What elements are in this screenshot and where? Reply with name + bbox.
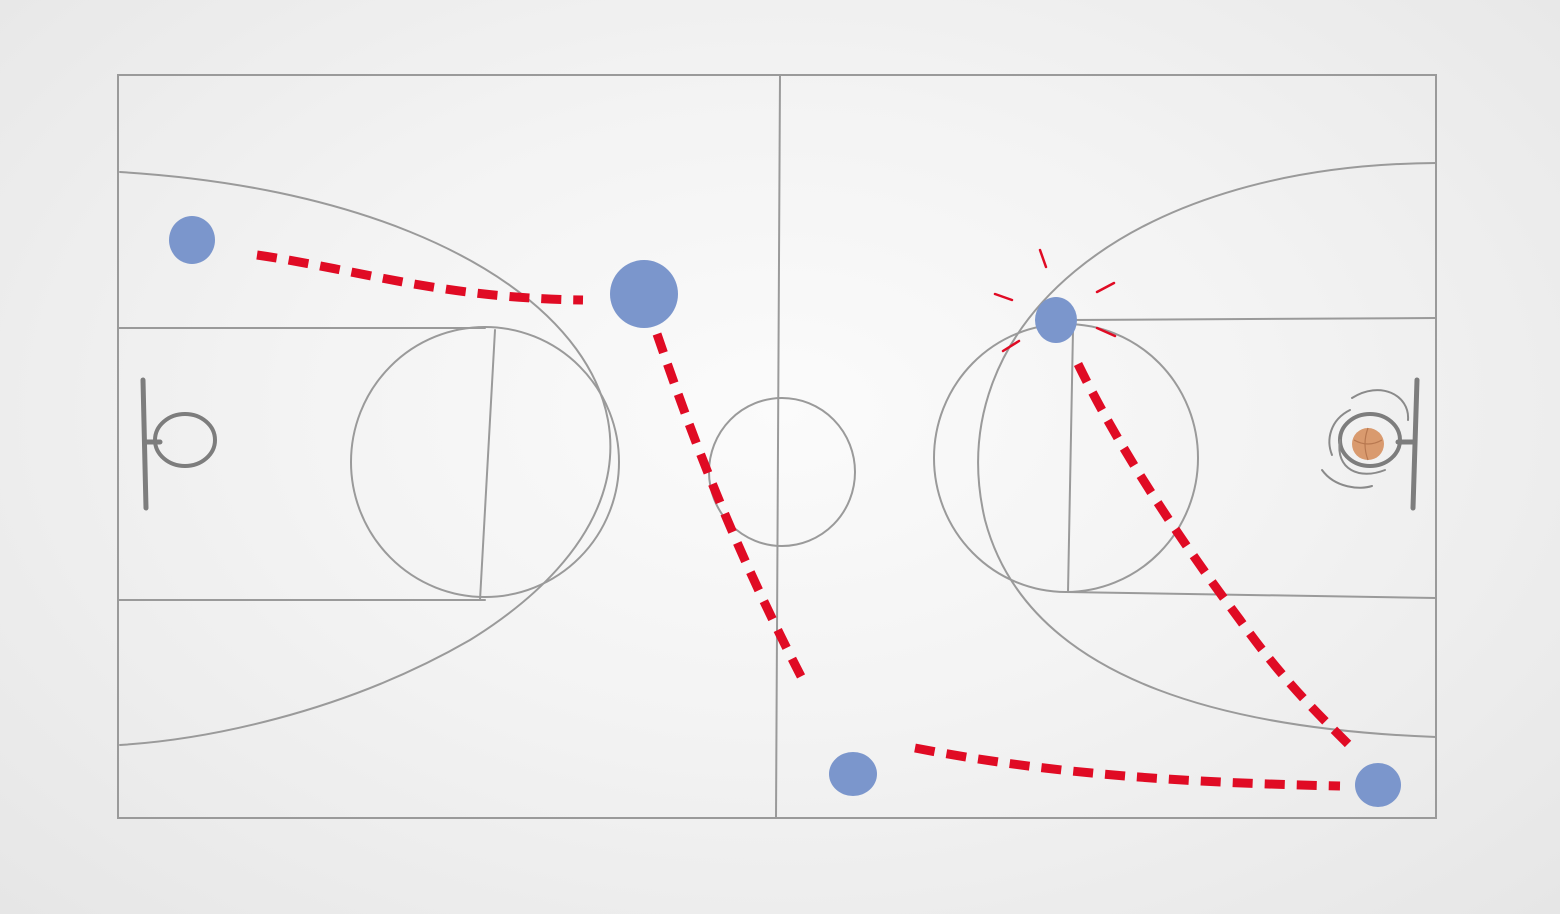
left-free-throw-line <box>480 330 495 600</box>
pass-line <box>257 255 583 300</box>
right-lane-bottom <box>1066 592 1436 598</box>
right-free-throw-circle <box>934 324 1198 592</box>
left-free-throw-circle <box>351 327 619 597</box>
pass-line <box>657 334 806 686</box>
right-free-throw-line <box>1068 330 1073 592</box>
pass-line <box>1078 364 1352 748</box>
player-4 <box>829 752 877 796</box>
player-1 <box>169 216 215 264</box>
right-lane-top <box>1070 318 1436 320</box>
player-3 <box>1035 297 1077 343</box>
player-5 <box>1355 763 1401 807</box>
left-hoop-icon <box>143 380 215 508</box>
player-2 <box>610 260 678 328</box>
pass-line <box>915 748 1340 786</box>
half-court-line <box>776 75 780 818</box>
basketball-icon <box>1352 428 1384 460</box>
